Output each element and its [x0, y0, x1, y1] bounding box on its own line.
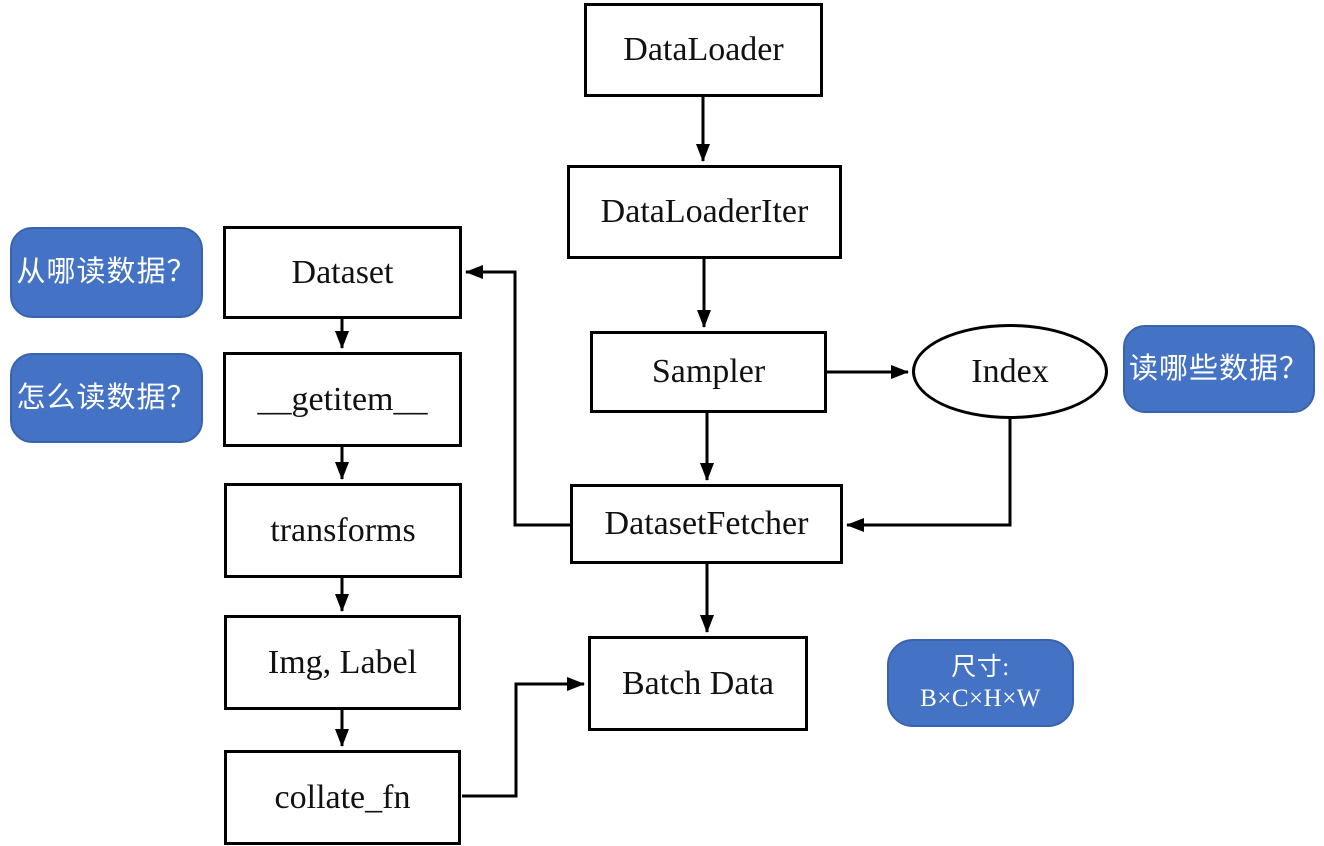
callout-which-data-to-read: 读哪些数据？ [1123, 325, 1315, 413]
edge-datasetfetcher-dataset [465, 265, 570, 527]
edge-index-datasetfetcher [846, 419, 1012, 532]
callout-where-to-read-data: 从哪读数据？ [10, 227, 203, 318]
node-dataloader: DataLoader [584, 3, 823, 97]
callout-how-to-read-data: 怎么读数据？ [10, 353, 203, 443]
node-dataset: Dataset [223, 226, 462, 319]
node-collate-fn: collate_fn [224, 750, 461, 845]
node-sampler: Sampler [590, 331, 827, 413]
node-getitem: __getitem__ [223, 352, 462, 447]
node-transforms: transforms [224, 483, 462, 578]
size-note-title: 尺寸: [951, 653, 1010, 681]
node-index-ellipse: Index [912, 324, 1108, 419]
callout-batch-size-note: 尺寸: B×C×H×W [887, 639, 1074, 727]
size-note-value: B×C×H×W [920, 685, 1041, 712]
node-datasetfetcher: DatasetFetcher [570, 484, 843, 564]
node-batch-data: Batch Data [588, 636, 808, 731]
node-dataloaderiter: DataLoaderIter [567, 165, 842, 259]
edge-collatefn-batchdata [462, 677, 585, 798]
node-img-label: Img, Label [224, 615, 461, 710]
